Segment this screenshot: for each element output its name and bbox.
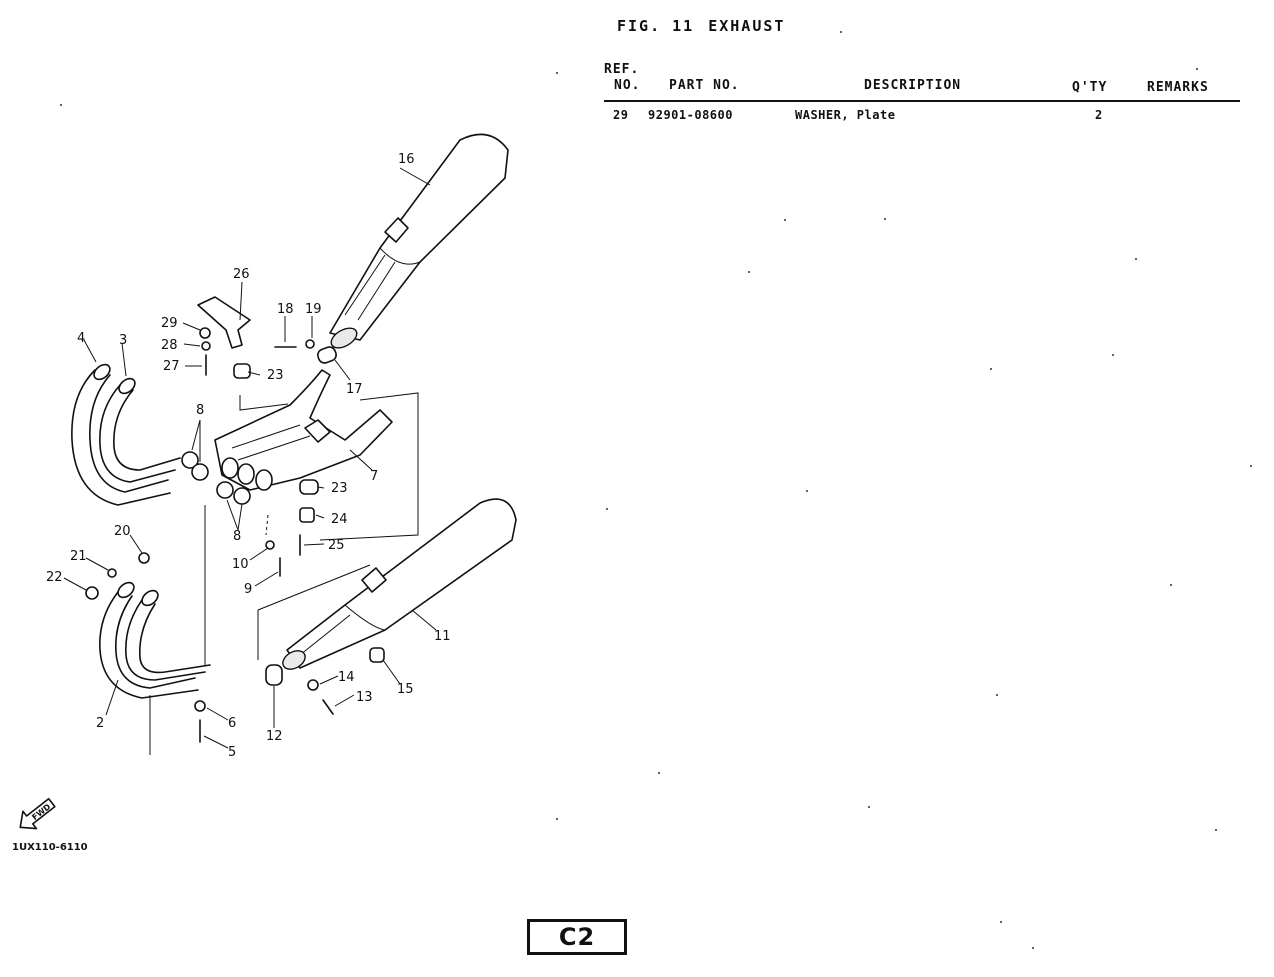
figure-code: 1UX110-6110	[12, 842, 88, 853]
gaskets	[181, 451, 251, 505]
callout-16: 16	[398, 152, 415, 167]
callout-11: 11	[434, 629, 451, 644]
assembly-lines	[204, 392, 419, 666]
rear-exhaust-pipes	[99, 581, 211, 755]
callout-25: 25	[328, 538, 345, 553]
callout-9: 9	[244, 582, 252, 597]
leader-lines	[63, 167, 437, 749]
row-description: WASHER, Plate	[795, 108, 896, 122]
callout-23-upper: 23	[267, 368, 284, 383]
header-description: DESCRIPTION	[864, 78, 962, 93]
callout-18: 18	[277, 302, 294, 317]
figure-title: FIG. 11 EXHAUST	[617, 17, 799, 35]
callout-29: 29	[161, 316, 178, 331]
callout-13: 13	[356, 690, 373, 705]
callout-12: 12	[266, 729, 283, 744]
row-qty: 2	[1095, 108, 1103, 122]
callout-8-lower: 8	[233, 529, 241, 544]
hardware	[85, 327, 385, 743]
lower-muffler	[282, 498, 517, 670]
exhaust-exploded-diagram: 2 3 4 5 6 7 8 8 9 10 11 12 13 14 15 16 1…	[19, 133, 517, 830]
table-row: 29 92901-08600 WASHER, Plate 2	[604, 102, 1240, 128]
table-header: REF. NO. PART NO. DESCRIPTION Q'TY REMAR…	[604, 62, 1240, 102]
header-ref-line2: NO.	[614, 78, 641, 93]
callout-6: 6	[228, 716, 236, 731]
page-code: C2	[527, 919, 627, 955]
header-ref-line1: REF.	[604, 62, 640, 77]
callout-3: 3	[119, 333, 127, 348]
parts-table: REF. NO. PART NO. DESCRIPTION Q'TY REMAR…	[604, 62, 1240, 128]
header-part-no: PART NO.	[669, 78, 740, 93]
callout-19: 19	[305, 302, 322, 317]
callout-28: 28	[161, 338, 178, 353]
callouts: 2 3 4 5 6 7 8 8 9 10 11 12 13 14 15 16 1…	[46, 152, 451, 760]
callout-26: 26	[233, 267, 250, 282]
callout-17: 17	[346, 382, 363, 397]
callout-24: 24	[331, 512, 348, 527]
row-ref: 29	[613, 108, 629, 122]
callout-14: 14	[338, 670, 355, 685]
upper-muffler	[329, 133, 509, 349]
figure-name: EXHAUST	[708, 17, 786, 35]
callout-23-lower: 23	[331, 481, 348, 496]
callout-21: 21	[70, 549, 87, 564]
callout-27: 27	[163, 359, 180, 374]
callout-20: 20	[114, 524, 131, 539]
row-part-no: 92901-08600	[648, 108, 733, 122]
callout-8-upper: 8	[196, 403, 204, 418]
header-qty: Q'TY	[1072, 80, 1108, 95]
callout-10: 10	[232, 557, 249, 572]
front-exhaust-pipes	[71, 363, 181, 506]
bracket	[197, 296, 251, 349]
callout-2: 2	[96, 716, 104, 731]
header-remarks: REMARKS	[1147, 80, 1209, 95]
callout-22: 22	[46, 570, 63, 585]
callout-5: 5	[228, 745, 236, 760]
figure-label: FIG. 11	[617, 17, 695, 35]
callout-4: 4	[77, 331, 85, 346]
callout-7: 7	[370, 469, 378, 484]
fwd-arrow-icon: FWD	[19, 797, 56, 830]
exhaust-chamber	[214, 369, 393, 491]
callout-15: 15	[397, 682, 414, 697]
